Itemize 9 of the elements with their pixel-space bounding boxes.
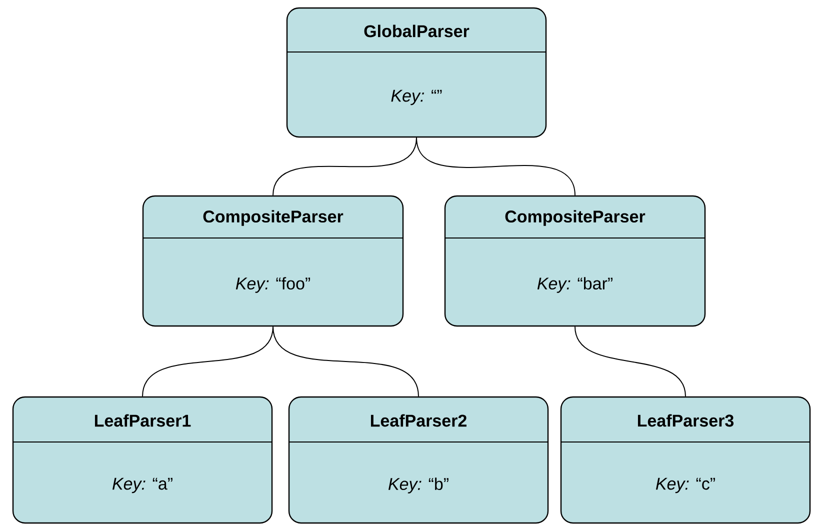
class-box: LeafParser1 Key: “a” [12,396,273,524]
class-box: CompositeParser Key: “bar” [444,195,706,327]
class-box: GlobalParser Key: “” [286,7,547,138]
class-box: LeafParser2 Key: “b” [288,396,549,524]
class-box: CompositeParser Key: “foo” [142,195,404,327]
class-box: LeafParser3 Key: “c” [560,396,811,524]
connector-curve [416,137,576,196]
connector-curve [574,326,686,397]
connector-curve [272,326,419,397]
